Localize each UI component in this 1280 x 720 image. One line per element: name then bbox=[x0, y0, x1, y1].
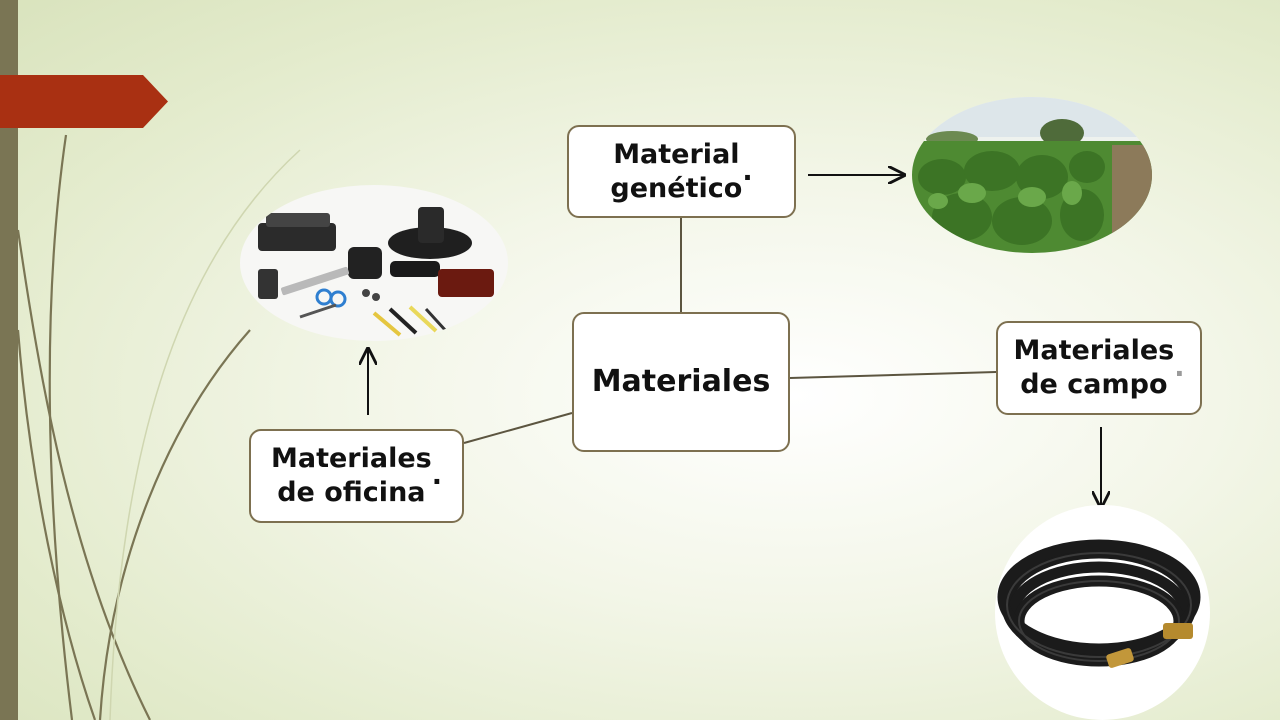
connector-center-office bbox=[463, 412, 573, 444]
node-materiales-campo: Materiales de campo. bbox=[996, 321, 1202, 415]
node-material-genetico: Material genético. bbox=[567, 125, 796, 218]
node-label-campo-suffix: . bbox=[1174, 352, 1185, 383]
garden-hose-photo bbox=[995, 505, 1210, 720]
node-label-genetico: Material genético bbox=[610, 138, 743, 204]
left-accent-bar bbox=[0, 0, 18, 720]
decorative-stems bbox=[16, 134, 301, 720]
node-label-oficina: Materiales de oficina bbox=[271, 443, 432, 508]
tobacco-field-photo bbox=[912, 97, 1152, 253]
connector-center-field bbox=[789, 371, 997, 379]
node-label-oficina-suffix: . bbox=[431, 460, 442, 491]
node-label-campo: Materiales de campo bbox=[1013, 335, 1175, 400]
node-label-center: Materiales bbox=[591, 364, 771, 399]
office-supplies-photo bbox=[240, 185, 508, 341]
title-tab-shape bbox=[0, 75, 168, 128]
node-materiales-center: Materiales bbox=[572, 312, 790, 452]
node-materiales-oficina: Materiales de oficina. bbox=[249, 429, 464, 523]
node-label-genetico-suffix: . bbox=[742, 155, 753, 187]
